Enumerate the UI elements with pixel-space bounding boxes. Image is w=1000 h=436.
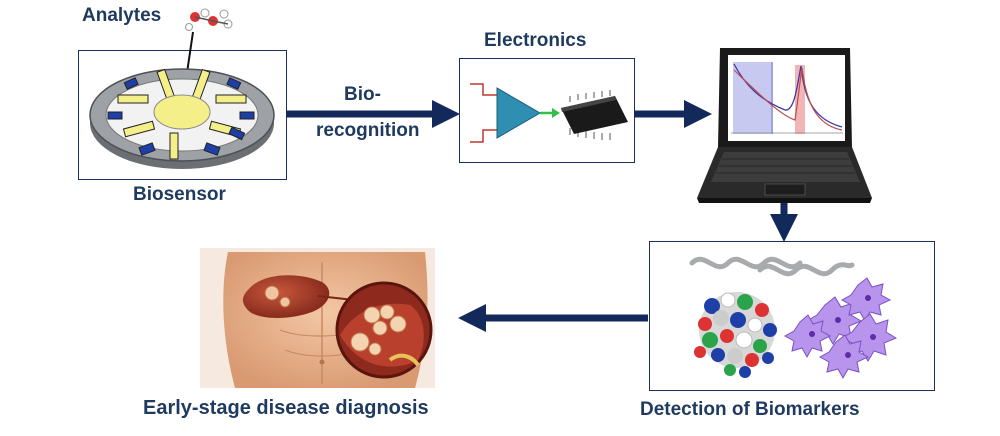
- biorecognition-label-line1: Bio-: [344, 84, 381, 105]
- analytes-label: Analytes: [82, 5, 162, 26]
- dna-strands-icon: [689, 256, 855, 277]
- laptop-icon: [697, 48, 872, 203]
- biosensor-label: Biosensor: [133, 184, 226, 205]
- biorecognition-label-line2: recognition: [316, 120, 420, 141]
- amplifier-icon: [470, 83, 560, 143]
- diagnosis-label: Early-stage disease diagnosis: [143, 397, 429, 419]
- electronics-label: Electronics: [484, 30, 587, 51]
- cells-icon: [783, 277, 898, 380]
- magnified-lesion-icon: [335, 281, 433, 379]
- protein-cluster-icon: [694, 292, 777, 378]
- detection-label: Detection of Biomarkers: [640, 399, 860, 420]
- biosensor-device-icon: [89, 68, 275, 169]
- microchip-icon: [561, 90, 628, 140]
- flow-arrows: [286, 100, 798, 332]
- analyte-molecule-icon: [185, 8, 233, 31]
